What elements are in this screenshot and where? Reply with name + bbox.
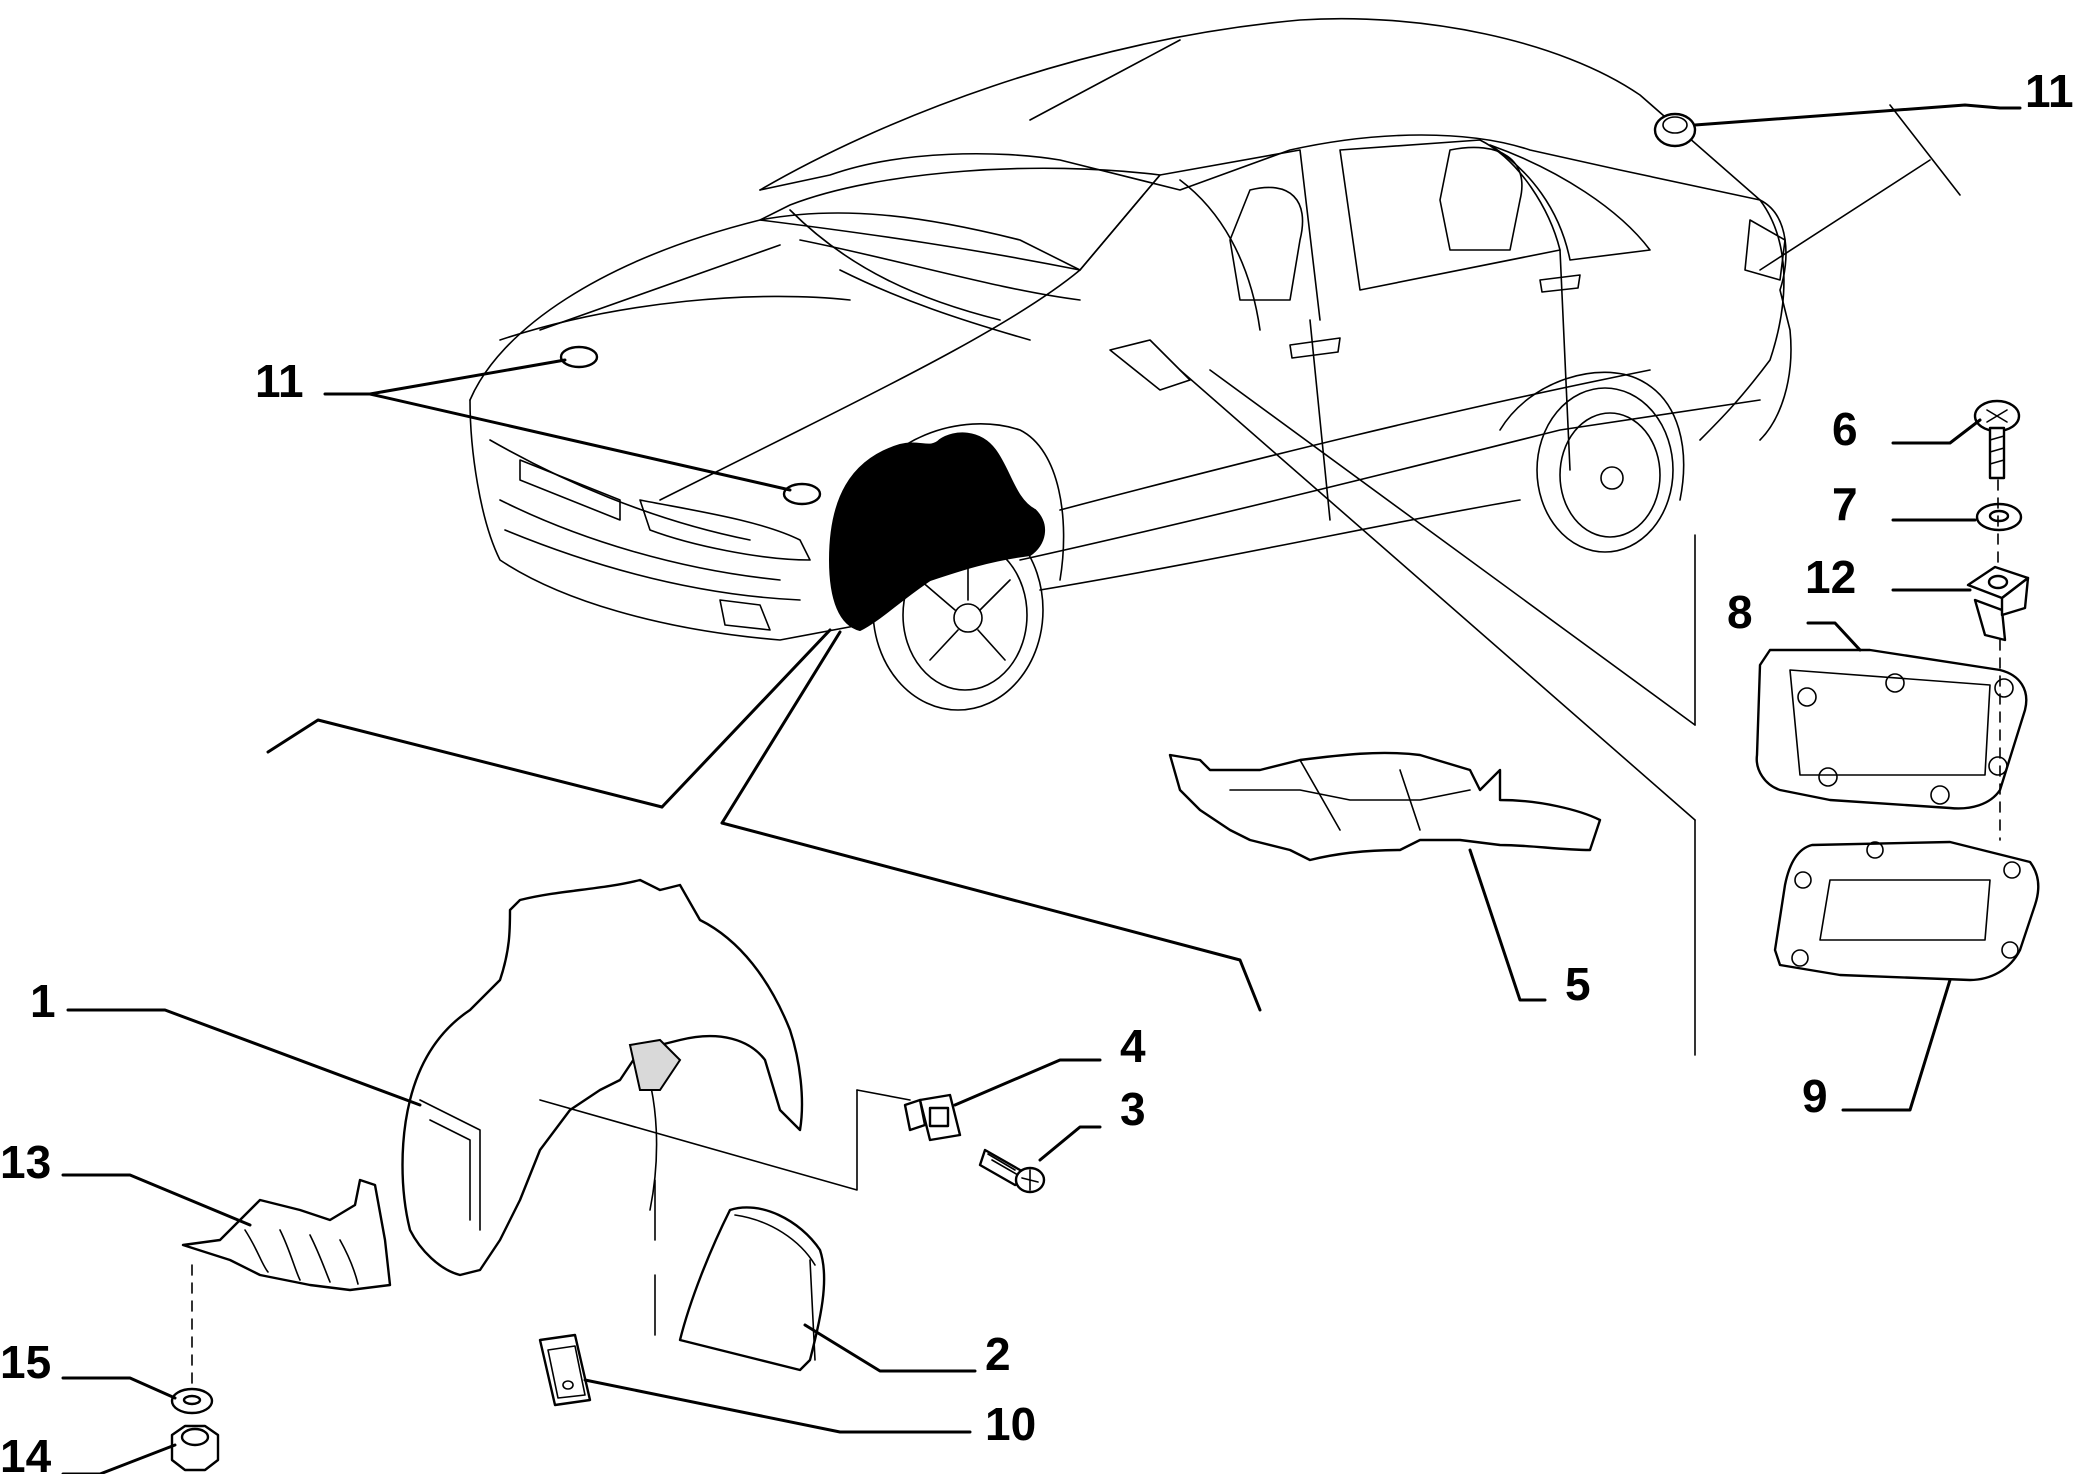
callout-3: 3 [1120, 1083, 1146, 1135]
callout-14: 14 [0, 1430, 52, 1474]
callout-6: 6 [1832, 403, 1858, 455]
car-illustration [469, 17, 1792, 711]
part-14-nut [170, 1424, 220, 1472]
part-3-screw [978, 1148, 1046, 1194]
part-7-washer [1975, 502, 2023, 532]
part-11-rear-grommet [1653, 112, 1697, 148]
part-4-clip [903, 1093, 962, 1142]
callout-13: 13 [0, 1136, 51, 1188]
part-15-washer [170, 1387, 214, 1415]
part-9-flange-plate [1773, 840, 2040, 982]
callout-11-rear: 11 [2025, 65, 2074, 117]
callout-5: 5 [1565, 958, 1591, 1010]
part-8-gasket-plate [1755, 648, 2028, 810]
part-2-shield [678, 1206, 826, 1372]
wheel-arch-liner-highlight [828, 432, 1045, 632]
callout-10: 10 [985, 1398, 1036, 1450]
callout-4: 4 [1120, 1020, 1146, 1072]
callout-9: 9 [1802, 1070, 1828, 1122]
part-12-clip-nut [1966, 565, 2030, 642]
callout-numbers: 1 2 3 4 5 6 7 8 9 10 11 11 12 13 14 15 [0, 65, 2074, 1474]
callout-7: 7 [1832, 478, 1858, 530]
callout-2: 2 [985, 1328, 1011, 1380]
callout-12: 12 [1805, 551, 1856, 603]
callout-11-hood: 11 [255, 355, 304, 407]
part-13-splash-guard [181, 1178, 392, 1292]
part-10-pad [538, 1333, 592, 1407]
hood-grommet-left [559, 345, 599, 369]
callout-15: 15 [0, 1336, 51, 1388]
part-5-underbody-panel [1168, 751, 1602, 862]
callout-8: 8 [1727, 586, 1753, 638]
part-1-wheel-arch-liner [401, 878, 804, 1277]
leader-lines [61, 103, 2022, 1474]
hood-grommet-right [782, 482, 822, 506]
part-6-screw [1973, 399, 2021, 480]
callout-1: 1 [30, 975, 56, 1027]
